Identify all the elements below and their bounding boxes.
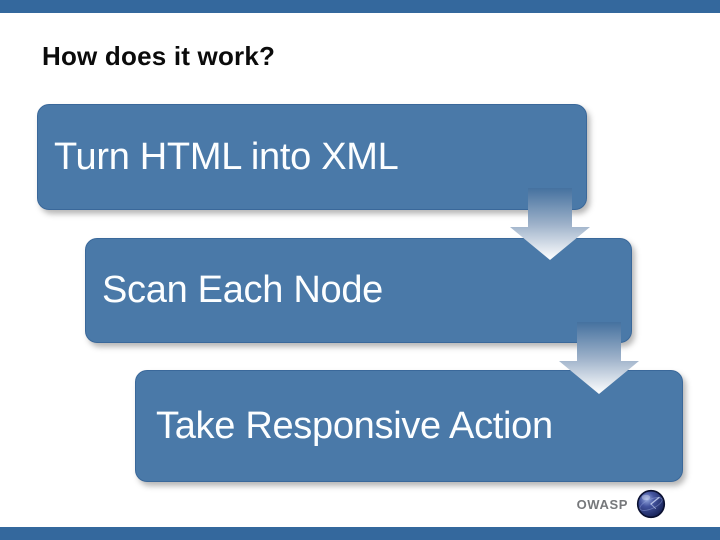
flow-step-take-responsive-action: Take Responsive Action [135,370,683,482]
owasp-footer: OWASP [577,489,666,519]
flow-step-turn-html-into-xml: Turn HTML into XML [37,104,587,210]
owasp-wordmark: OWASP [576,496,628,512]
down-arrow-icon [510,188,590,260]
flow-step-label: Take Responsive Action [156,404,553,447]
flow-step-scan-each-node: Scan Each Node [85,238,632,343]
slide-title: How does it work? [42,41,276,71]
bottom-accent-bar [0,527,720,540]
top-accent-bar [0,0,720,13]
down-arrow-icon [559,322,639,394]
flow-step-label: Scan Each Node [102,269,383,311]
flow-step-label: Turn HTML into XML [54,135,399,178]
owasp-globe-icon [636,489,666,519]
